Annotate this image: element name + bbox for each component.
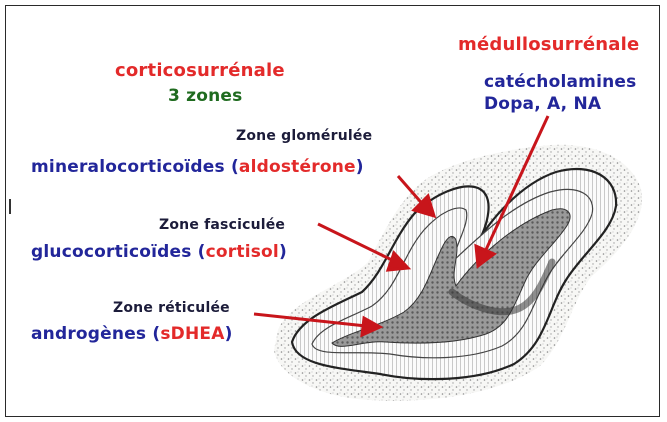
reticular-hormone-class: androgènes ( <box>31 324 160 344</box>
fascicular-close-paren: ) <box>279 242 287 262</box>
fascicular-hormone-line: glucocorticoïdes (cortisol) <box>31 242 287 262</box>
medulla-hormones-line1: catécholamines <box>484 72 636 92</box>
reticular-hormone-line: androgènes (sDHEA) <box>31 324 233 344</box>
fascicular-zone-label: Zone fasciculée <box>159 217 285 233</box>
cortex-zones-count: 3 zones <box>168 86 242 106</box>
reticular-close-paren: ) <box>225 324 233 344</box>
reticular-zone-label: Zone réticulée <box>113 300 230 316</box>
medulla-title: médullosurrénale <box>458 34 639 55</box>
fascicular-hormone-class: glucocorticoïdes ( <box>31 242 206 262</box>
glomerular-zone-label: Zone glomérulée <box>236 128 372 144</box>
glomerular-hormone-line: mineralocorticoïdes (aldostérone) <box>31 157 364 177</box>
glomerular-hormone-name: aldostérone <box>239 157 356 177</box>
glomerular-close-paren: ) <box>356 157 364 177</box>
glomerular-hormone-class: mineralocorticoïdes ( <box>31 157 239 177</box>
medulla-hormones-line2: Dopa, A, NA <box>484 94 601 114</box>
cortex-title: corticosurrénale <box>115 60 285 81</box>
fascicular-hormone-name: cortisol <box>206 242 279 262</box>
reticular-hormone-name: sDHEA <box>160 324 224 344</box>
